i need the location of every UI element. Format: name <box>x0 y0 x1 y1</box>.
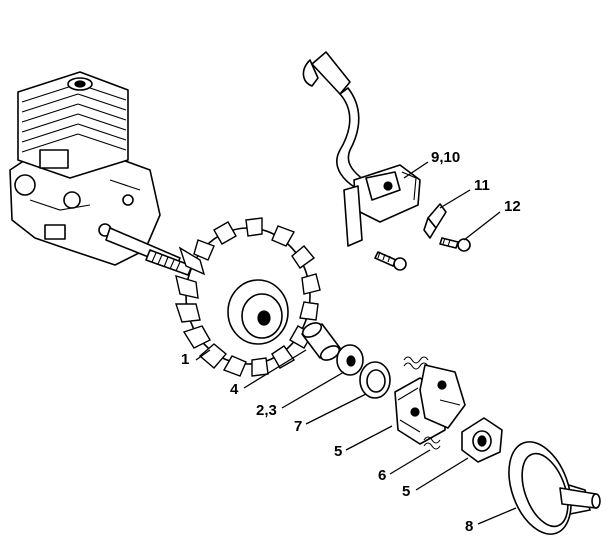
callout-6: 6 <box>378 467 387 484</box>
callout-1: 1 <box>181 351 190 368</box>
callout-4: 4 <box>230 381 239 398</box>
leader-lines <box>195 161 517 525</box>
clutch-spring-upper <box>403 356 429 370</box>
bracket <box>423 203 447 239</box>
clutch-drum <box>508 441 601 535</box>
ignition-screw <box>374 251 407 271</box>
callout-5-carrier: 5 <box>402 483 411 500</box>
callout-5-shoes: 5 <box>334 443 343 460</box>
callout-12: 12 <box>504 198 521 215</box>
callout-7: 7 <box>294 418 303 435</box>
washer <box>336 344 364 376</box>
thrust-ring <box>359 361 391 399</box>
ignition-module <box>302 51 421 247</box>
clutch-shoes <box>394 364 466 445</box>
flywheel <box>175 217 321 377</box>
clutch-spring-lower <box>423 436 441 450</box>
screw <box>439 237 471 252</box>
callout-2-3: 2,3 <box>256 402 277 419</box>
callout-8: 8 <box>465 518 474 535</box>
engine-block <box>9 71 193 276</box>
callout-9-10: 9,10 <box>431 149 461 166</box>
spacer-sleeve <box>301 322 341 361</box>
callout-11: 11 <box>474 177 490 194</box>
clutch-carrier <box>461 417 503 463</box>
